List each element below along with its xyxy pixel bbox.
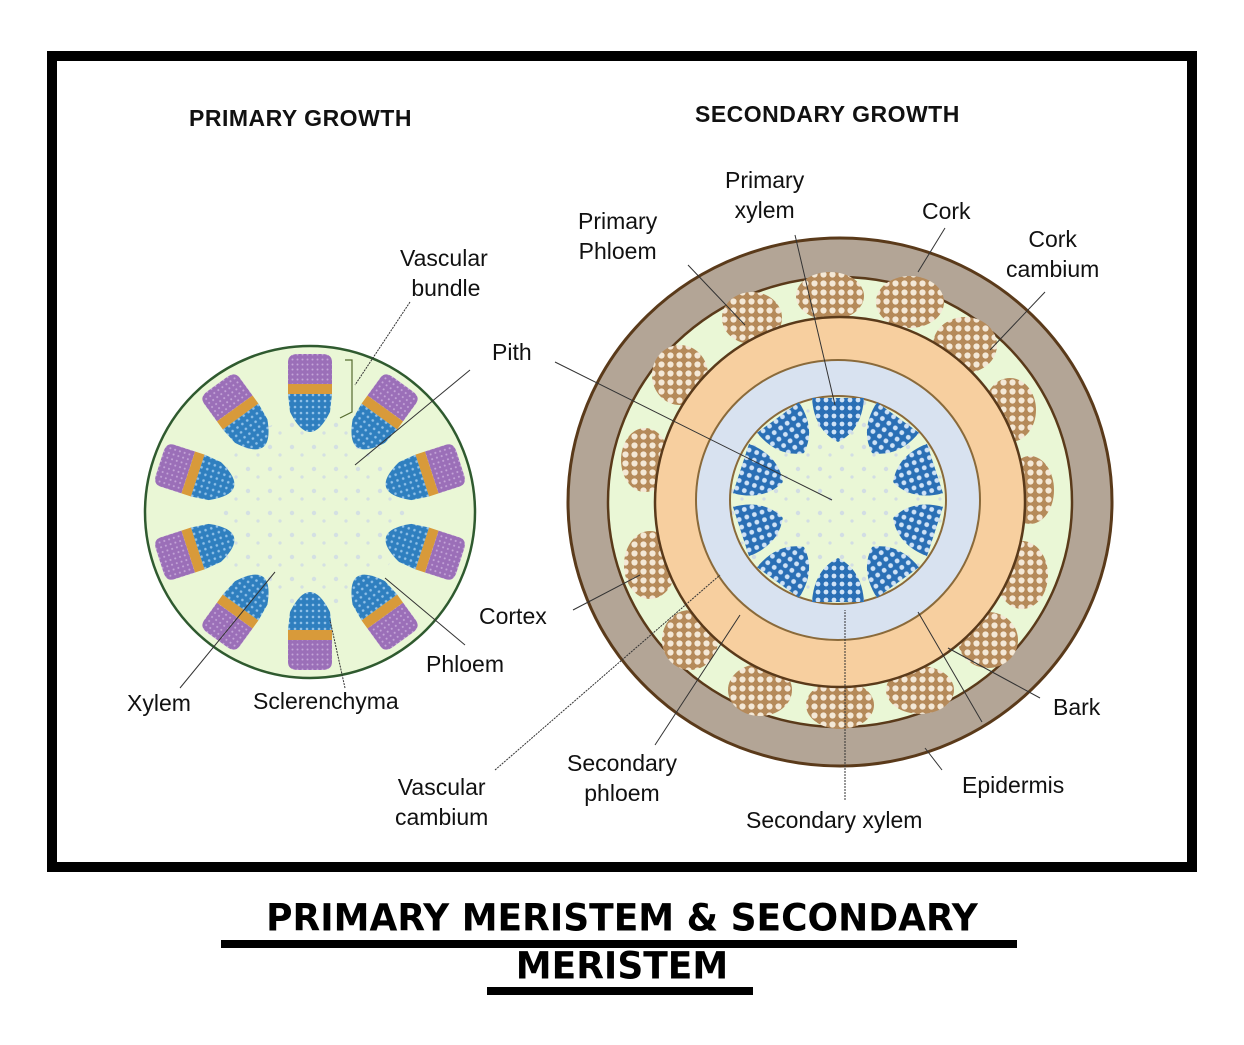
label-line: Vascular — [397, 774, 486, 800]
label-line: Vascular — [400, 245, 488, 271]
caption-underline-1 — [221, 940, 1017, 948]
label-line: cambium — [395, 804, 489, 830]
caption-line-2: MERISTEM — [515, 944, 729, 989]
label-line: bundle — [411, 275, 481, 301]
label-line: Phloem — [578, 238, 657, 264]
label-pith: Pith — [492, 339, 532, 365]
caption-line-1: PRIMARY MERISTEM & SECONDARY — [266, 896, 978, 941]
label-line: Primary — [578, 208, 658, 234]
secondary-growth-title: SECONDARY GROWTH — [695, 101, 960, 127]
label-bark: Bark — [1053, 694, 1101, 720]
label-xylem: Xylem — [127, 690, 191, 716]
label-line: Cork — [1028, 226, 1077, 252]
label-line: phloem — [584, 780, 660, 806]
label-primary-xylem: Primary xylem — [725, 165, 804, 225]
label-line: Secondary — [567, 750, 677, 776]
label-cork-cambium: Cork cambium — [1006, 224, 1099, 284]
label-vascular-bundle: Vascular bundle — [400, 243, 488, 303]
label-secondary-xylem: Secondary xylem — [746, 807, 923, 833]
caption-underline-2 — [487, 987, 753, 995]
primary-stem — [143, 301, 477, 689]
label-cortex: Cortex — [479, 603, 547, 629]
primary-growth-title: PRIMARY GROWTH — [189, 105, 412, 131]
secondary-stem — [494, 227, 1114, 800]
label-line: cambium — [1006, 256, 1100, 282]
label-line: Primary — [725, 167, 805, 193]
label-epidermis: Epidermis — [962, 772, 1065, 798]
label-secondary-phloem: Secondary phloem — [567, 748, 677, 808]
label-sclerenchyma: Sclerenchyma — [253, 688, 399, 714]
label-line: xylem — [734, 197, 795, 223]
label-vascular-cambium: Vascular cambium — [395, 772, 488, 832]
label-phloem: Phloem — [426, 651, 504, 677]
label-cork: Cork — [922, 198, 971, 224]
label-primary-phloem: Primary Phloem — [578, 206, 657, 266]
